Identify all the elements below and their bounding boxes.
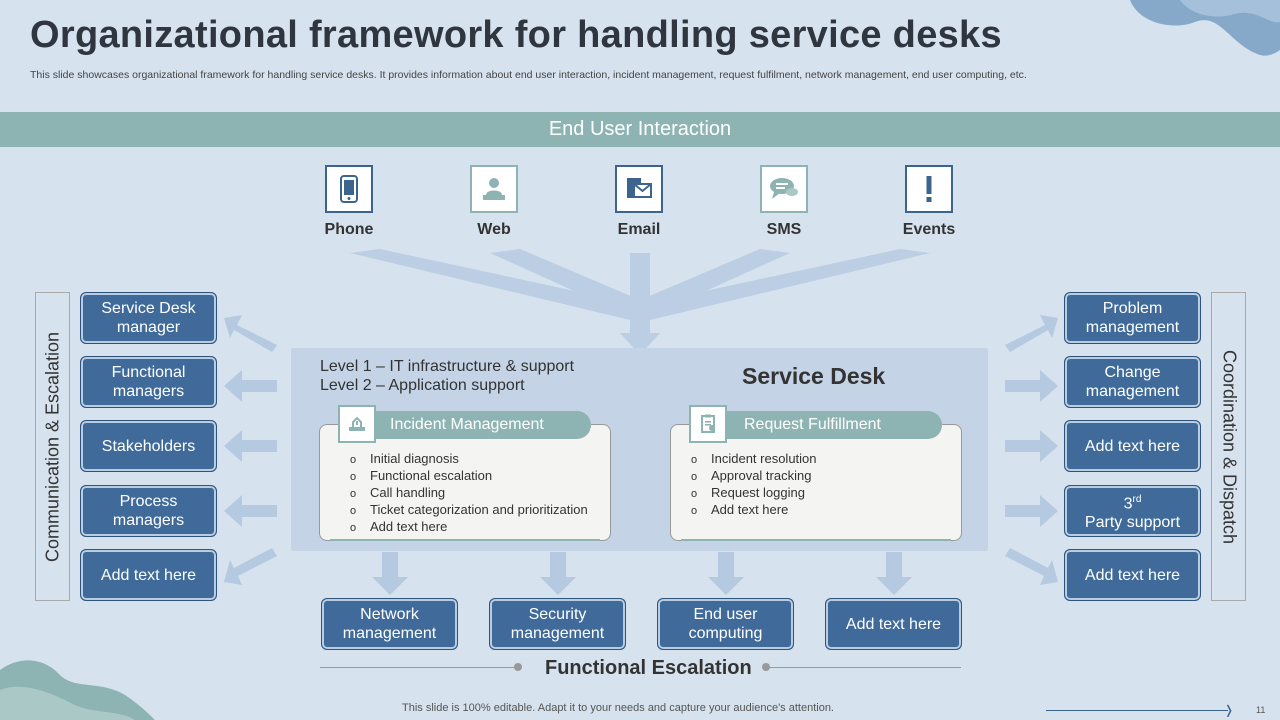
box-label: Change management — [1085, 364, 1180, 400]
channel-events: Events — [879, 165, 979, 239]
email-icon — [615, 165, 663, 213]
level-2-label: Level 2 – Application support — [320, 377, 525, 394]
request-card-bar — [681, 539, 951, 541]
communication-escalation-label: Communication & Escalation — [42, 331, 62, 562]
service-desk-title: Service Desk — [742, 363, 886, 389]
request-fulfillment-header: Request Fulfillment — [691, 411, 942, 439]
channel-web: Web — [444, 165, 544, 239]
exclamation-icon — [905, 165, 953, 213]
left-box-add-text: Add text here — [80, 549, 217, 601]
box-label: Add text here — [100, 566, 197, 584]
page-number: 11 — [1256, 705, 1266, 715]
left-box-process-managers: Process managers — [80, 485, 217, 537]
page-subtitle: This slide showcases organizational fram… — [30, 69, 1027, 81]
box-label-line2: Party support — [1084, 514, 1181, 532]
bottom-box-network-management: Network management — [321, 598, 458, 650]
incident-card-bar — [330, 539, 600, 541]
web-user-icon — [470, 165, 518, 213]
end-user-interaction-banner: End User Interaction — [0, 112, 1280, 147]
left-box-service-desk-manager: Service Desk manager — [80, 292, 217, 344]
box-label: Add text here — [1084, 437, 1181, 455]
bottom-box-security-management: Security management — [489, 598, 626, 650]
list-item: Add text here — [350, 519, 588, 536]
footer-progress-line — [1046, 710, 1228, 711]
incident-items-list: Initial diagnosis Functional escalation … — [350, 451, 588, 536]
functional-escalation-line-right — [766, 667, 961, 668]
request-fulfillment-title: Request Fulfillment — [744, 416, 881, 433]
box-label: Security management — [510, 606, 605, 642]
decorative-blob-top-right — [1130, 0, 1280, 56]
left-box-functional-managers: Functional managers — [80, 356, 217, 408]
box-label: Network management — [342, 606, 437, 642]
functional-escalation-dot-left — [514, 663, 522, 671]
box-label: Stakeholders — [101, 437, 196, 455]
box-label: Process managers — [112, 493, 185, 529]
list-item: Initial diagnosis — [350, 451, 588, 468]
box-label: Service Desk manager — [101, 300, 196, 336]
incident-management-title: Incident Management — [390, 416, 544, 433]
ordinal-number: 3 — [1123, 495, 1133, 513]
phone-icon — [325, 165, 373, 213]
incident-icon — [338, 405, 376, 443]
channel-label: Phone — [324, 221, 374, 238]
right-box-add-text-2: Add text here — [1064, 549, 1201, 601]
channel-label: SMS — [766, 221, 802, 238]
functional-escalation-label: Functional Escalation — [545, 657, 752, 679]
sms-icon — [760, 165, 808, 213]
channel-label: Web — [477, 221, 511, 238]
box-label: Functional managers — [111, 364, 186, 400]
channel-phone: Phone — [299, 165, 399, 239]
box-label: Problem management — [1085, 300, 1180, 336]
channel-email: Email — [589, 165, 689, 239]
box-label: Add text here — [1084, 566, 1181, 584]
list-item: Functional escalation — [350, 468, 588, 485]
ordinal-suffix: rd — [1132, 493, 1142, 505]
clipboard-icon — [689, 405, 727, 443]
funnel-arrows — [350, 249, 930, 355]
list-item: Call handling — [350, 485, 588, 502]
request-items-list: Incident resolution Approval tracking Re… — [691, 451, 817, 519]
list-item: Ticket categorization and prioritization — [350, 502, 588, 519]
right-box-third-party-support: 3rd Party support — [1064, 485, 1201, 537]
list-item: Add text here — [691, 502, 817, 519]
list-item: Incident resolution — [691, 451, 817, 468]
coordination-dispatch-label: Coordination & Dispatch — [1219, 349, 1239, 544]
right-box-change-management: Change management — [1064, 356, 1201, 408]
footer-note: This slide is 100% editable. Adapt it to… — [402, 702, 834, 714]
list-item: Request logging — [691, 485, 817, 502]
channel-sms: SMS — [734, 165, 834, 239]
box-label: Add text here — [845, 615, 942, 633]
down-arrows — [372, 552, 912, 595]
chevron-right-icon: ❭ — [1224, 703, 1235, 717]
incident-management-header: Incident Management — [340, 411, 591, 439]
list-item: Approval tracking — [691, 468, 817, 485]
bottom-box-end-user-computing: End user computing — [657, 598, 794, 650]
channel-label: Email — [617, 221, 661, 238]
left-box-stakeholders: Stakeholders — [80, 420, 217, 472]
box-label: End user computing — [688, 606, 763, 642]
decorative-blob-bottom-left — [0, 660, 155, 720]
bottom-box-add-text: Add text here — [825, 598, 962, 650]
page-title: Organizational framework for handling se… — [30, 14, 1002, 56]
right-arrows — [1005, 315, 1058, 585]
functional-escalation-line-left — [320, 667, 518, 668]
box-label-line1: 3rd — [1124, 490, 1142, 513]
channel-label: Events — [902, 221, 956, 238]
left-arrows — [224, 315, 277, 585]
right-box-problem-management: Problem management — [1064, 292, 1201, 344]
right-box-add-text-1: Add text here — [1064, 420, 1201, 472]
right-side-frame: Coordination & Dispatch — [1211, 292, 1246, 601]
level-1-label: Level 1 – IT infrastructure & support — [320, 358, 575, 375]
left-side-frame: Communication & Escalation — [35, 292, 70, 601]
